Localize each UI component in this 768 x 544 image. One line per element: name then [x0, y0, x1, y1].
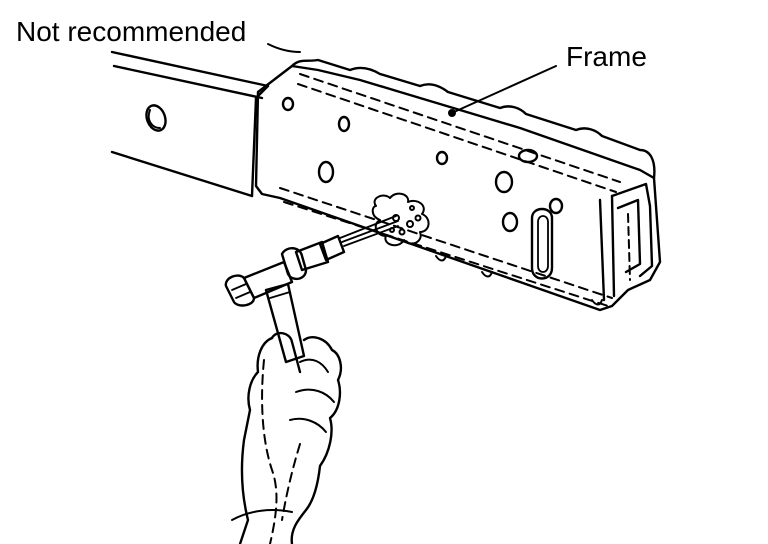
leader-lines: [267, 43, 557, 117]
weld-spot: [371, 192, 430, 247]
frame-label: Frame: [566, 41, 647, 72]
gloved-hand-icon: [231, 331, 343, 544]
welding-torch-icon: [224, 234, 346, 364]
frame-rail: [110, 50, 662, 312]
caption-not-recommended: Not recommended: [16, 16, 247, 47]
torch-flame: [339, 215, 399, 247]
